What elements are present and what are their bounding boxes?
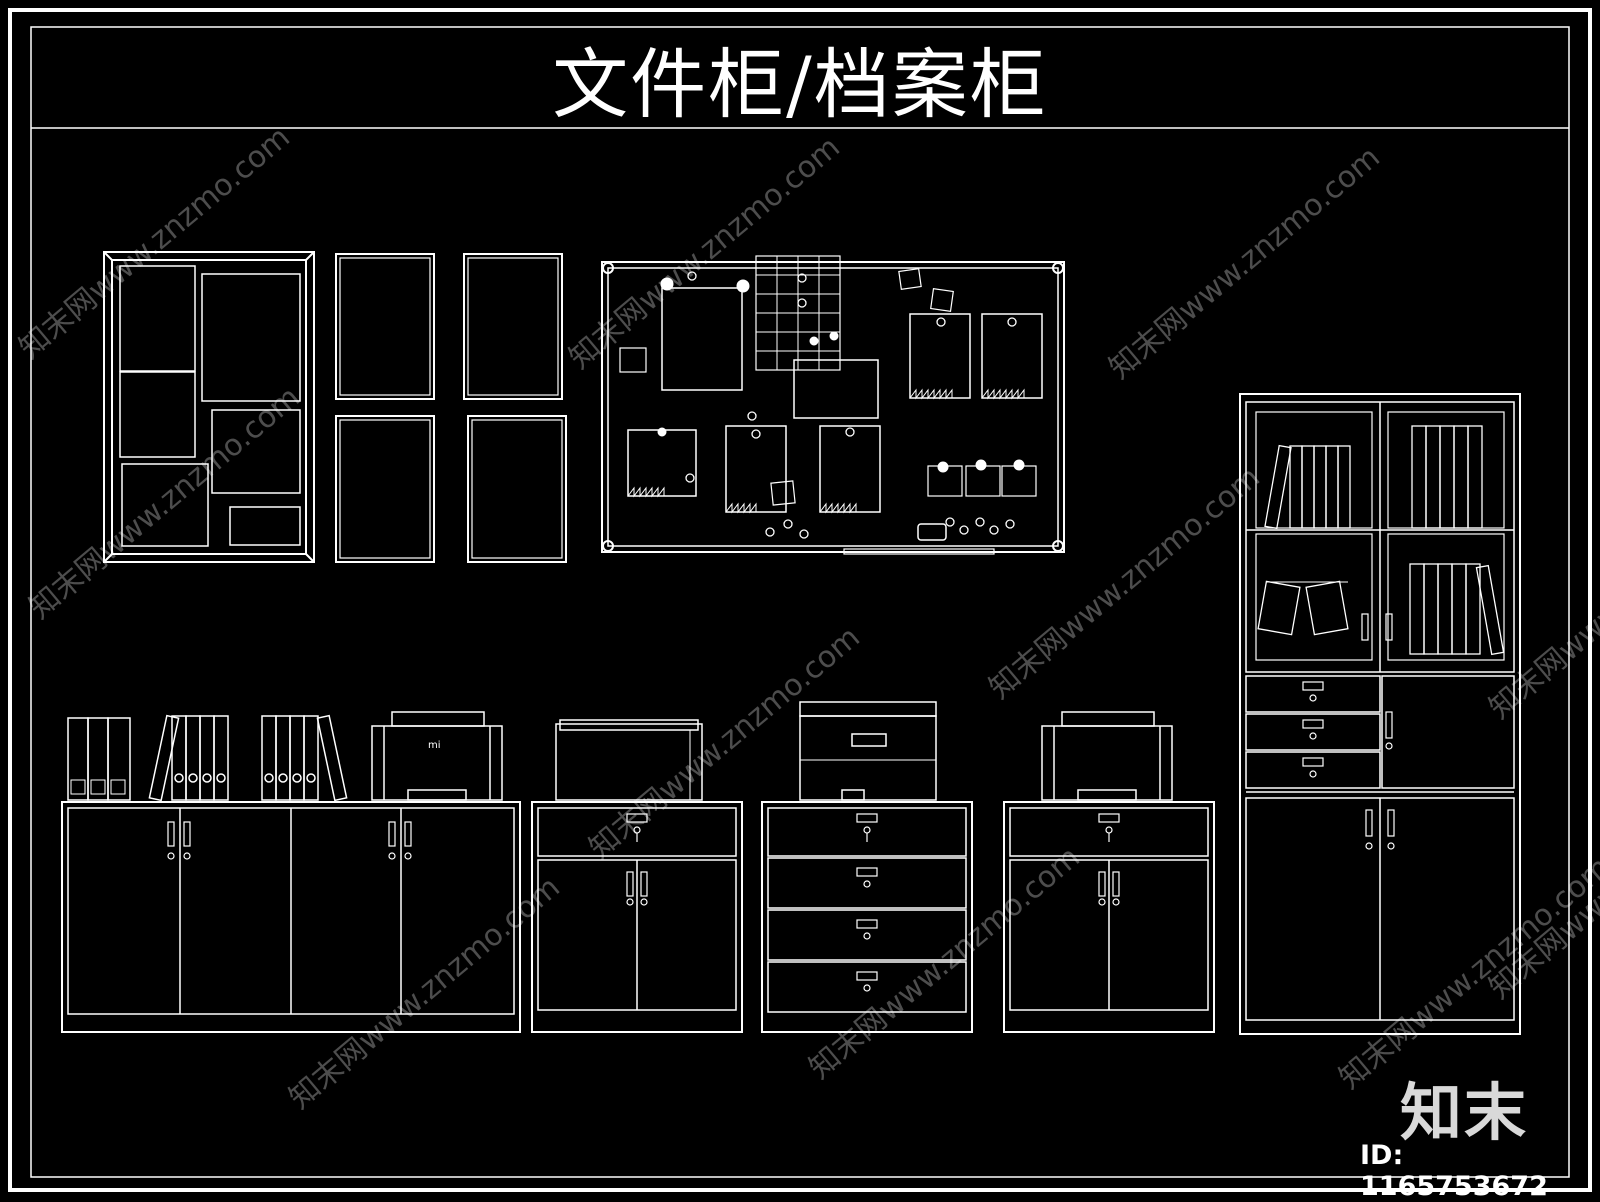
- watermark-text: 知末网www.znzmo.com: [23, 380, 307, 626]
- printer-brand-label: mi: [428, 740, 441, 751]
- watermark-text: 知末网www.znzmo.com: [283, 870, 567, 1116]
- low-double-cabinet: [61, 801, 521, 1033]
- brand-logo: 知末: [1400, 1076, 1529, 1149]
- watermark-text: 知末网www.znzmo.com: [583, 620, 867, 866]
- photo-frame-large: [103, 251, 315, 563]
- watermark-text: 知末网www.znzmo.com: [563, 130, 847, 376]
- watermark-text: 知末网www.znzmo.com: [1333, 850, 1600, 1096]
- bulletin-board: [601, 255, 1065, 555]
- tall-filing-cabinet: [1239, 393, 1521, 1035]
- binder-box-set: [67, 714, 348, 802]
- watermark-text: 知末网www.znzmo.com: [1103, 140, 1387, 386]
- watermark-text: 知末网www.znzmo.com: [983, 460, 1267, 706]
- small-cabinet-2: [1003, 801, 1215, 1033]
- bulletin-pins: [657, 277, 1025, 473]
- printer-desktop: [555, 719, 703, 801]
- watermark-text: 知末网www.znzmo.com: [1483, 480, 1600, 726]
- outer-frame: [8, 8, 1592, 1192]
- drawing-id: ID: 1165753672: [1360, 1140, 1548, 1202]
- small-cabinet-1: [531, 801, 743, 1033]
- printer-small-left: mi: [371, 711, 503, 801]
- copier: [799, 701, 937, 801]
- page-title: 文件柜/档案柜: [552, 40, 1048, 129]
- printer-small-right: [1041, 711, 1173, 801]
- drawer-cabinet: [761, 801, 973, 1033]
- watermark-text: 知末网www.znzmo.com: [803, 840, 1087, 1086]
- inner-frame: [30, 26, 1570, 1178]
- photo-frames-grid: [335, 253, 567, 563]
- bulletin-tacks: [685, 271, 1017, 539]
- watermark-text: 知末网www.znzmo.com: [13, 120, 297, 366]
